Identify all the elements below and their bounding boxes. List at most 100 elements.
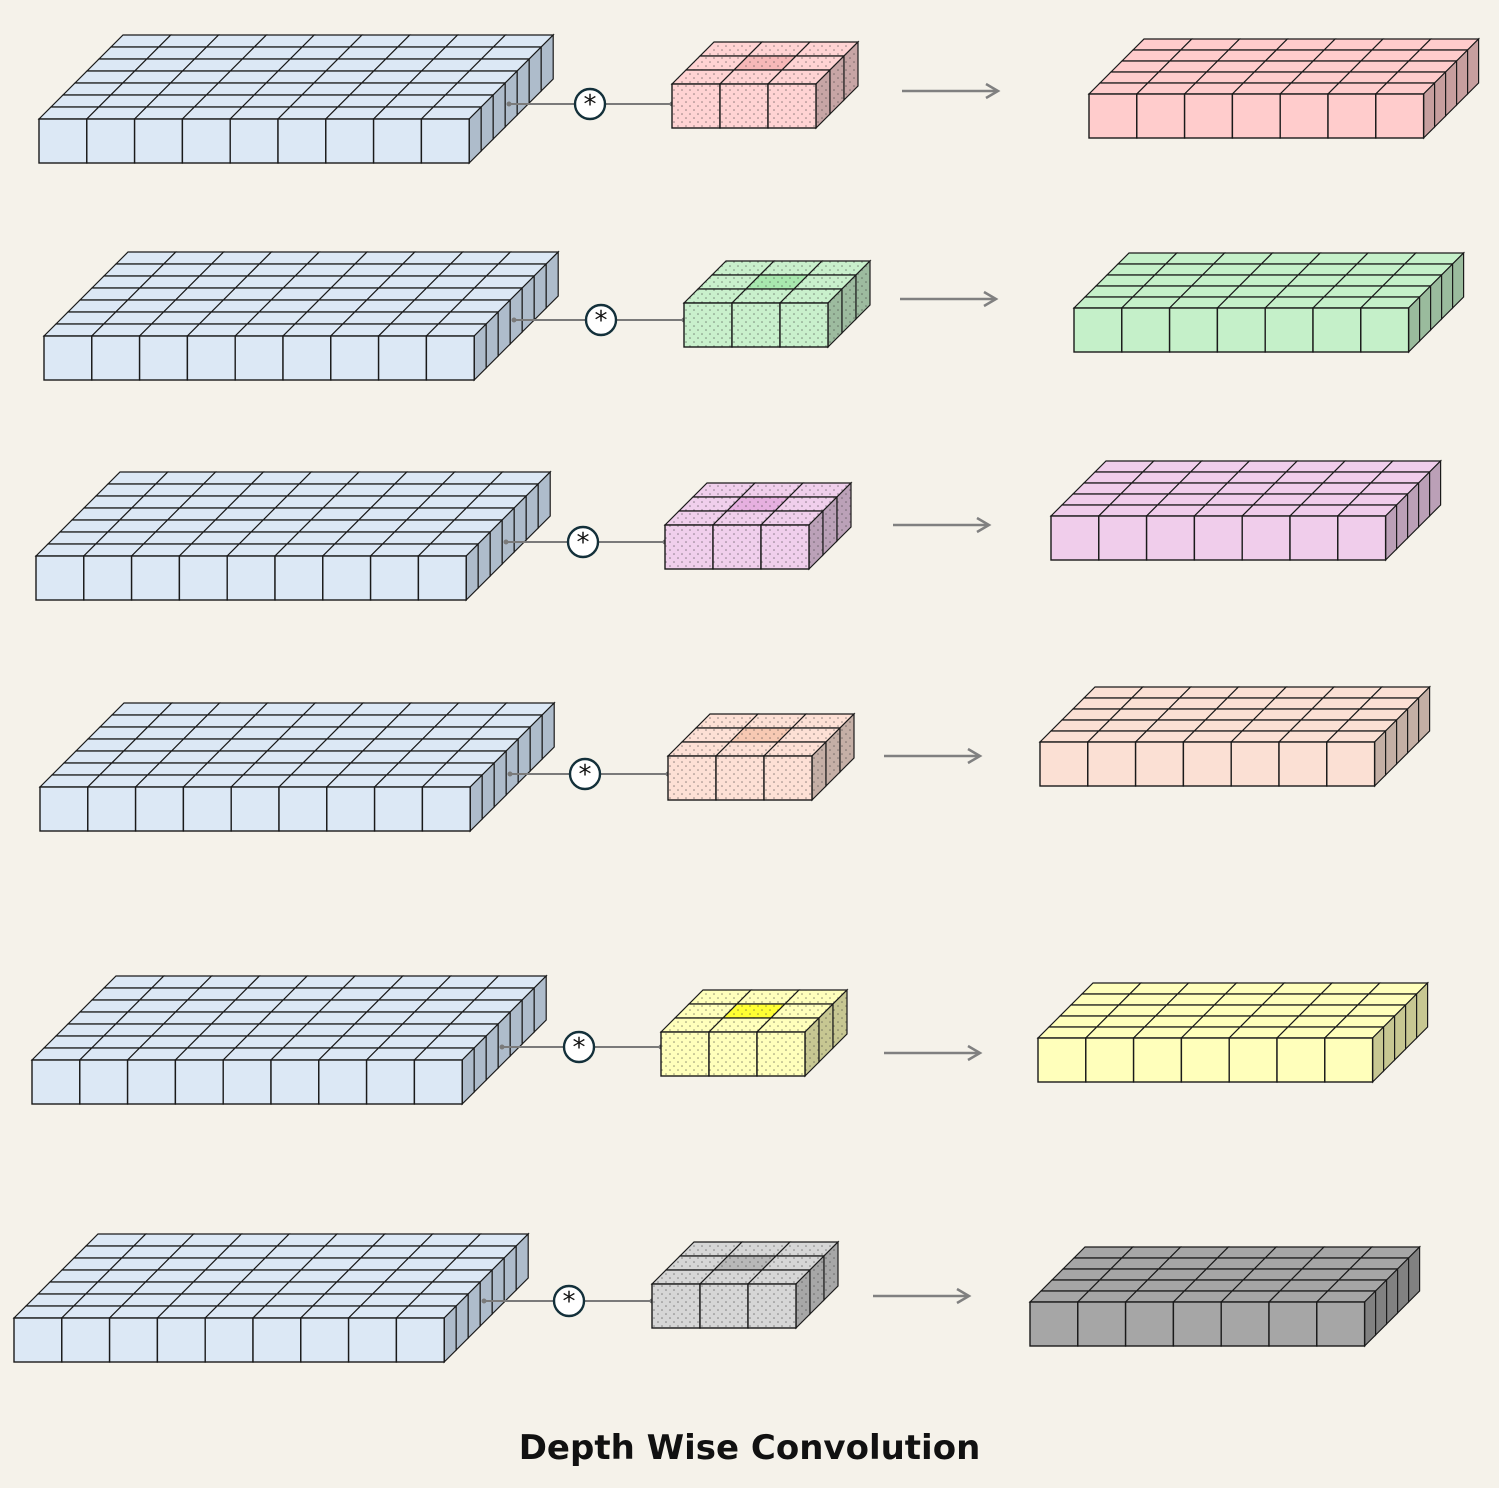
side-cell	[1466, 37, 1480, 96]
convolution-operator-icon	[568, 757, 602, 791]
front-cell	[1039, 741, 1089, 787]
front-cell	[395, 1317, 445, 1363]
front-cell	[417, 555, 467, 601]
front-cell	[1121, 307, 1171, 353]
front-cell	[347, 1317, 398, 1363]
front-cell	[1145, 515, 1196, 561]
front-cell	[1289, 515, 1339, 561]
front-cell	[1326, 741, 1376, 787]
convolution-row-6: *	[12, 1232, 1422, 1364]
front-cell	[182, 786, 232, 832]
arrow-head-icon	[976, 516, 992, 534]
arrow-head-icon	[985, 82, 1001, 100]
front-cell	[1324, 1037, 1374, 1083]
front-cell	[1182, 741, 1232, 787]
side-cell	[540, 33, 554, 93]
connector-dot	[499, 1044, 505, 1050]
front-cell	[1077, 1301, 1127, 1347]
front-cell	[1098, 515, 1148, 561]
arrow-head-icon	[967, 1044, 983, 1062]
front-cell	[226, 555, 276, 601]
front-cell	[229, 118, 279, 164]
front-cell	[1312, 307, 1362, 353]
convolution-row-1: *	[37, 33, 1481, 165]
input-tensor	[34, 470, 552, 602]
input-tensor	[30, 974, 548, 1106]
front-cell	[1276, 1037, 1326, 1083]
front-cell	[1216, 307, 1266, 353]
front-cell	[1085, 1037, 1135, 1083]
front-cell	[1230, 741, 1280, 787]
front-cell	[83, 555, 133, 601]
front-cell	[318, 1059, 368, 1105]
front-cell	[1087, 741, 1137, 787]
front-cell	[1134, 741, 1185, 787]
convolution-operator-icon	[584, 303, 618, 337]
output-channel-5	[1036, 981, 1430, 1084]
front-cell	[130, 555, 181, 601]
front-cell	[1037, 1037, 1087, 1083]
front-cell	[61, 1317, 111, 1363]
front-cell	[1327, 93, 1377, 139]
connector-dot	[506, 101, 512, 107]
side-cell	[545, 250, 559, 310]
input-tensor	[42, 250, 560, 382]
front-cell	[79, 1059, 129, 1105]
front-cell	[108, 1317, 159, 1363]
front-cell	[134, 786, 185, 832]
front-cell	[1360, 307, 1410, 353]
front-cell	[330, 335, 380, 381]
front-cell	[413, 1059, 463, 1105]
front-cell	[372, 118, 423, 164]
convolution-operator-symbol: *	[584, 90, 597, 120]
front-cell	[277, 118, 327, 164]
front-cell	[1124, 1301, 1175, 1347]
kernel-channel-6	[650, 1240, 840, 1330]
convolution-operator-symbol: *	[595, 306, 608, 336]
front-cell	[252, 1317, 302, 1363]
front-cell	[1375, 93, 1425, 139]
front-cell	[43, 335, 93, 381]
input-tensor	[12, 1232, 530, 1364]
front-cell	[31, 1059, 81, 1105]
front-cell	[1264, 307, 1314, 353]
front-cell	[1183, 93, 1234, 139]
front-cell	[1172, 1301, 1222, 1347]
kernel-channel-5	[659, 988, 849, 1078]
front-cell	[1231, 93, 1281, 139]
front-cell	[234, 335, 284, 381]
front-cell	[420, 118, 470, 164]
kernel-channel-3	[663, 481, 853, 571]
arrow-head-icon	[983, 290, 999, 308]
output-channel-3	[1049, 459, 1443, 562]
front-cell	[325, 118, 375, 164]
front-cell	[377, 335, 428, 381]
front-cell	[1050, 515, 1100, 561]
side-cell	[537, 470, 551, 530]
front-cell	[86, 118, 136, 164]
front-cell	[1029, 1301, 1079, 1347]
front-cell	[300, 1317, 350, 1363]
side-cell	[1428, 459, 1442, 518]
convolution-row-3: *	[34, 459, 1443, 602]
front-cell	[1193, 515, 1243, 561]
kernel-channel-1	[670, 40, 860, 130]
input-tensor	[38, 701, 556, 833]
front-cell	[365, 1059, 416, 1105]
front-cell	[204, 1317, 254, 1363]
front-cell	[126, 1059, 177, 1105]
front-cell	[322, 555, 372, 601]
output-channel-2	[1072, 251, 1466, 354]
front-cell	[222, 1059, 272, 1105]
kernel-channel-4	[666, 712, 856, 802]
front-cell	[87, 786, 137, 832]
front-cell	[38, 118, 88, 164]
connector-dot	[481, 1298, 487, 1304]
front-cell	[1136, 93, 1186, 139]
side-cell	[533, 974, 547, 1034]
front-cell	[91, 335, 141, 381]
output-channel-4	[1038, 685, 1432, 788]
convolution-operator-symbol: *	[563, 1287, 576, 1317]
front-cell	[1132, 1037, 1183, 1083]
